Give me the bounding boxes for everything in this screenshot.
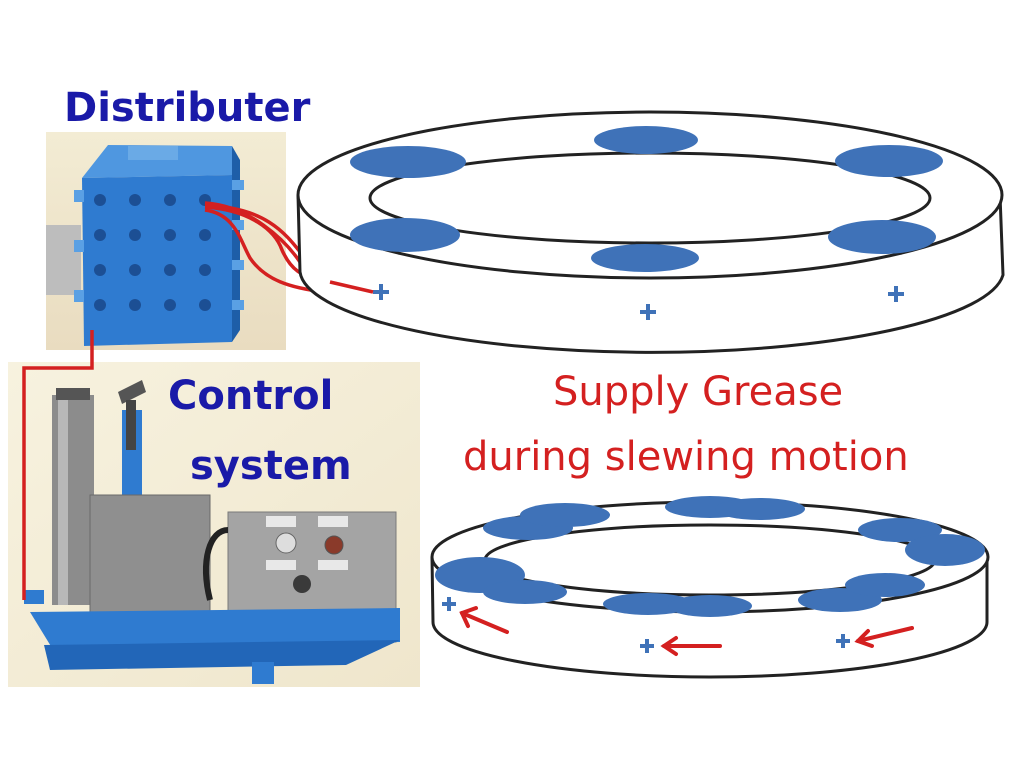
plus-icon (373, 284, 389, 300)
control-system-label-line1: Control (168, 373, 334, 419)
top-slewing-ring (296, 110, 1005, 354)
arrow-left-icon (854, 626, 914, 648)
arrow-left-icon (660, 636, 722, 656)
plus-icon (888, 286, 904, 302)
supply-grease-label-line2: during slewing motion (463, 434, 909, 480)
plus-icon (640, 639, 654, 653)
grease-line-tips (329, 280, 374, 294)
distributer-photo (46, 132, 286, 350)
supply-grease-label-line1: Supply Grease (553, 369, 844, 415)
control-system-photo (8, 362, 420, 687)
arrow-left-icon (459, 606, 509, 634)
plus-icon (836, 634, 850, 648)
plus-icon (442, 597, 456, 611)
control-system-label-line2: system (190, 443, 352, 489)
plus-icon (640, 304, 656, 320)
bottom-slewing-ring (430, 496, 990, 679)
distributer-label: Distributer (64, 85, 311, 131)
